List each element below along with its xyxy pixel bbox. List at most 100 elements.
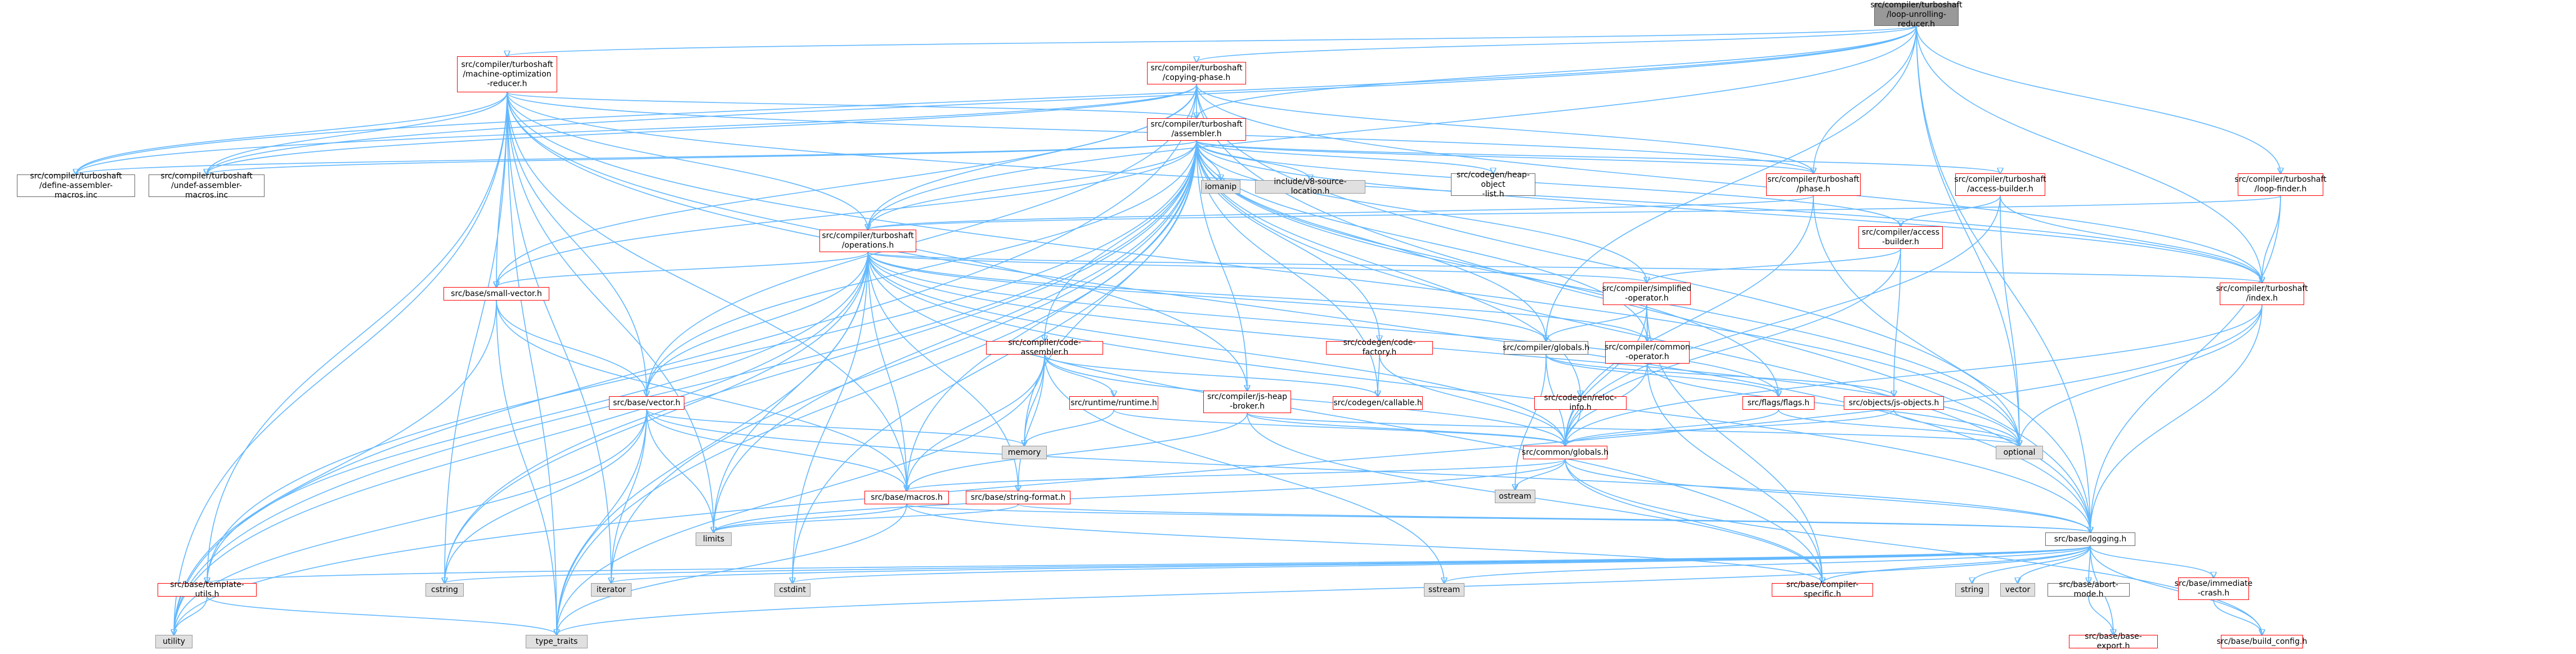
dependency-edge	[557, 252, 868, 635]
graph-node[interactable]: src/flags/flags.h	[1742, 396, 1815, 410]
graph-node[interactable]: src/compiler/turboshaft /operations.h	[819, 230, 916, 252]
dependency-edge	[907, 140, 1197, 491]
graph-node[interactable]: src/compiler/turboshaft /access-builder.…	[1954, 173, 2046, 196]
graph-node[interactable]: src/base/macros.h	[864, 491, 949, 504]
graph-node[interactable]: src/base/base-export.h	[2069, 632, 2158, 651]
dependency-edge	[646, 409, 1024, 446]
graph-node[interactable]: src/compiler/turboshaft /index.h	[2216, 283, 2308, 305]
dependency-edge	[1565, 459, 2090, 532]
graph-node[interactable]: src/base/small-vector.h	[443, 287, 549, 301]
graph-node: iomanip	[1201, 180, 1240, 194]
dependency-edge	[507, 25, 1917, 56]
dependency-edge	[714, 252, 868, 532]
graph-node[interactable]: src/compiler/turboshaft /machine-optimiz…	[457, 56, 557, 92]
dependency-edge	[207, 140, 1197, 174]
dependency-edge	[1044, 354, 1565, 446]
graph-node[interactable]: src/base/abort-mode.h	[2048, 580, 2130, 599]
graph-node[interactable]: src/compiler/simplified -operator.h	[1602, 283, 1691, 305]
graph-node[interactable]: src/base/string-format.h	[966, 491, 1070, 504]
graph-node[interactable]: src/base/immediate -crash.h	[2175, 577, 2252, 600]
dependency-edge	[1916, 25, 2019, 446]
dependency-edge	[1196, 140, 1310, 180]
dependency-edge	[714, 504, 907, 532]
graph-node[interactable]: src/compiler/turboshaft /undef-assembler…	[149, 172, 265, 200]
graph-node[interactable]: src/compiler/turboshaft /loop-unrolling-…	[1870, 0, 1963, 29]
dependency-edge	[174, 92, 508, 635]
graph-node[interactable]: src/base/vector.h	[609, 396, 684, 410]
dependency-edge	[646, 409, 907, 491]
graph-node[interactable]: src/compiler/js-heap -broker.h	[1203, 391, 1291, 413]
graph-node[interactable]: src/compiler/turboshaft /assembler.h	[1147, 118, 1246, 141]
dependency-edge	[1444, 545, 2091, 583]
graph-node[interactable]: src/codegen/heap-object -list.h	[1451, 171, 1535, 199]
graph-node[interactable]: src/codegen/reloc-info.h	[1534, 393, 1627, 412]
graph-node[interactable]: src/compiler/access -builder.h	[1858, 226, 1943, 249]
dependency-edge	[445, 140, 1197, 583]
dependency-edge	[867, 252, 1778, 396]
dependency-edge	[868, 140, 1197, 230]
dependency-edge	[1916, 25, 2090, 532]
graph-node[interactable]: src/base/template-utils.h	[158, 580, 257, 599]
dependency-edge	[1196, 140, 2000, 173]
dependency-edge	[646, 409, 714, 532]
graph-node: memory	[1002, 446, 1047, 459]
graph-node: vector	[2000, 583, 2035, 597]
graph-node[interactable]: src/codegen/callable.h	[1333, 396, 1423, 410]
dependency-edge	[1196, 140, 1247, 391]
dependency-edge	[1197, 25, 1917, 62]
dependency-edge	[2000, 195, 2019, 446]
graph-node[interactable]: src/compiler/code-assembler.h	[986, 338, 1103, 357]
graph-node[interactable]: src/compiler/common -operator.h	[1605, 341, 1690, 364]
dependency-edge	[1379, 354, 1565, 446]
dependency-edge	[174, 300, 497, 635]
dependency-edge	[2262, 195, 2281, 283]
graph-node[interactable]: src/codegen/code-factory.h	[1326, 338, 1433, 357]
graph-node: iterator	[591, 583, 631, 597]
dependency-edge	[906, 504, 1822, 583]
dependency-edge	[868, 25, 1917, 230]
graph-node[interactable]: src/compiler/turboshaft /copying-phase.h	[1147, 62, 1246, 84]
dependency-edge	[507, 92, 611, 583]
graph-node[interactable]: src/compiler/globals.h	[1503, 341, 1589, 355]
dependency-edge	[867, 252, 907, 491]
dependency-edge	[1044, 354, 1444, 583]
dependency-edge	[207, 92, 508, 174]
dependency-edge	[207, 545, 2091, 583]
dependency-edge	[907, 354, 1045, 491]
dependency-edge	[611, 545, 2091, 583]
graph-node[interactable]: src/compiler/turboshaft /loop-finder.h	[2234, 173, 2327, 196]
graph-node[interactable]: src/common/globals.h	[1522, 446, 1609, 459]
dependency-edge	[1196, 84, 2019, 446]
dependency-edge	[1546, 304, 1647, 341]
dependency-edge	[1545, 354, 1894, 396]
dependency-edge	[496, 252, 868, 287]
dependency-edge	[174, 304, 2263, 635]
dependency-edge	[496, 140, 1197, 287]
graph-node[interactable]: src/compiler/turboshaft /define-assemble…	[17, 172, 135, 200]
dependency-edge	[867, 252, 1647, 341]
dependency-edge	[867, 252, 2019, 446]
dependency-edge	[2018, 545, 2091, 583]
dependency-edge	[557, 354, 1045, 635]
dependency-edge	[1893, 409, 2019, 446]
dependency-edge	[496, 300, 557, 635]
graph-node: ostream	[1495, 490, 1535, 503]
dependency-edge	[76, 25, 1917, 174]
graph-node[interactable]: src/runtime/runtime.h	[1069, 396, 1158, 410]
graph-node[interactable]: src/base/logging.h	[2045, 532, 2135, 546]
dependency-edge	[1044, 354, 1378, 396]
graph-node[interactable]: src/objects/js-objects.h	[1844, 396, 1944, 410]
dependency-edge	[2090, 304, 2263, 532]
dependency-edge	[557, 504, 907, 635]
dependency-edge	[907, 459, 1566, 491]
graph-node[interactable]: src/compiler/turboshaft /phase.h	[1766, 173, 1861, 196]
graph-node: utility	[155, 635, 192, 648]
dependency-edge	[507, 92, 714, 532]
graph-node[interactable]: src/base/compiler-specific.h	[1772, 580, 1873, 599]
graph-node[interactable]: src/base/build_config.h	[2217, 635, 2307, 648]
dependency-edge	[2090, 545, 2214, 577]
dependency-edge	[507, 92, 557, 635]
dependency-edge	[2090, 195, 2281, 532]
dependency-edge	[1778, 409, 2019, 446]
